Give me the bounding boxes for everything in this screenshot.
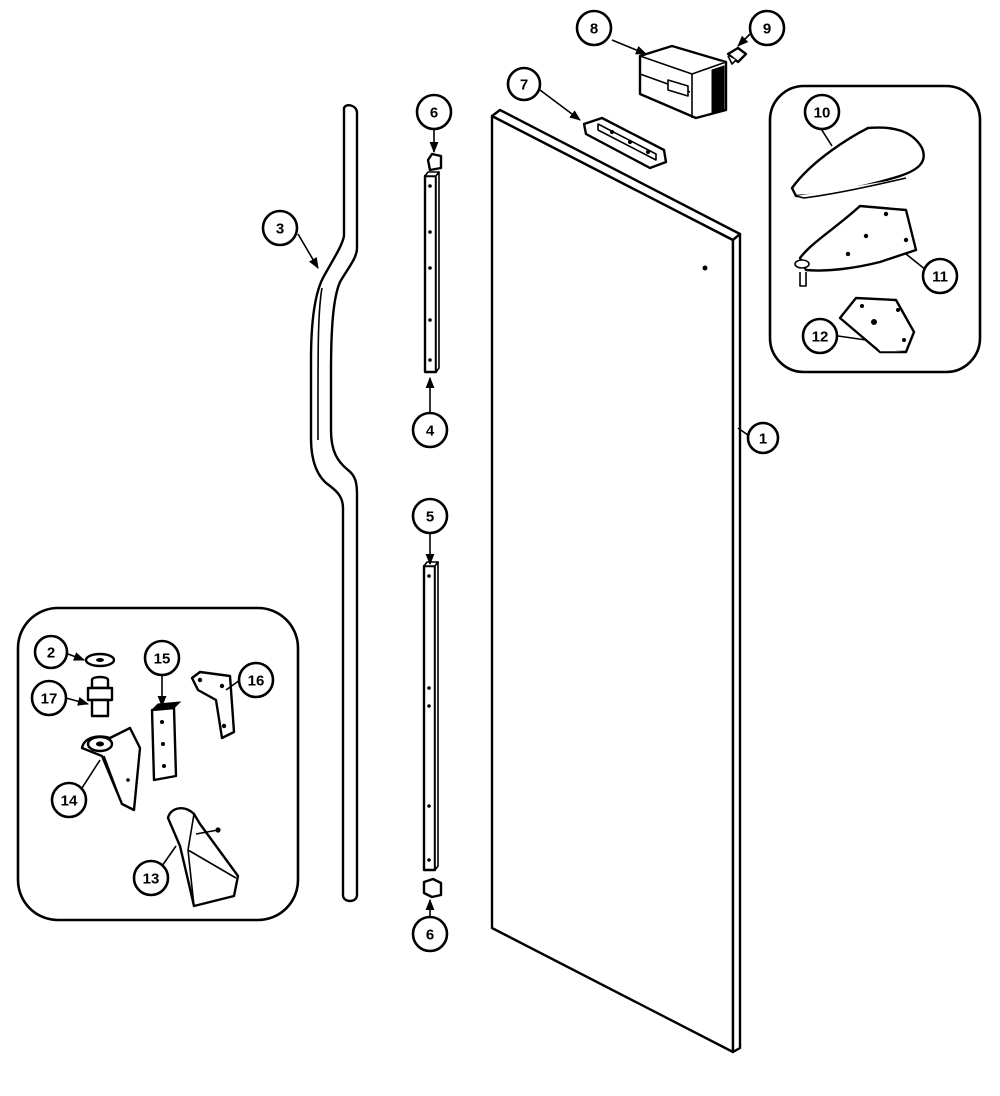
hinge-shim[interactable] <box>838 296 916 354</box>
callout-16: 16 <box>237 661 275 699</box>
callout-14: 14 <box>50 781 88 819</box>
callout-label: 6 <box>426 927 434 944</box>
callout-11: 11 <box>921 257 959 295</box>
callout-13: 13 <box>132 859 170 897</box>
callout-5: 5 <box>411 497 449 535</box>
callout-6-bottom: 6 <box>411 915 449 953</box>
callout-label: 4 <box>426 423 435 440</box>
hinge-bracket-small[interactable] <box>190 670 236 740</box>
callout-9: 9 <box>748 9 786 47</box>
callout-label: 1 <box>759 431 767 448</box>
door-closer-cam[interactable] <box>166 807 240 908</box>
upper-trim-strip[interactable] <box>423 171 440 374</box>
callout-label: 3 <box>276 221 284 238</box>
callout-label: 16 <box>248 673 265 690</box>
callout-label: 11 <box>932 269 948 286</box>
end-cap-top[interactable] <box>426 152 443 172</box>
callout-3: 3 <box>261 209 299 247</box>
callout-label: 12 <box>812 329 829 346</box>
callout-6-top: 6 <box>415 93 453 131</box>
top-hinge-bracket[interactable] <box>582 116 668 170</box>
lower-trim-strip[interactable] <box>422 561 439 872</box>
leader-lines <box>65 33 927 916</box>
callout-4: 4 <box>411 411 449 449</box>
callout-label: 17 <box>41 691 58 708</box>
callout-label: 9 <box>763 21 771 38</box>
washer[interactable] <box>84 652 116 668</box>
hinge-cover[interactable] <box>790 126 925 199</box>
callout-10: 10 <box>803 93 841 131</box>
hinge-detail-inset <box>768 84 982 374</box>
door-panel[interactable] <box>490 108 742 1054</box>
end-cap-bottom[interactable] <box>422 877 443 899</box>
callout-1: 1 <box>746 421 780 455</box>
callout-label: 15 <box>154 651 171 668</box>
door-handle[interactable] <box>309 104 359 903</box>
bottom-hinge[interactable] <box>80 726 142 812</box>
callout-8: 8 <box>575 9 613 47</box>
hinge-block[interactable] <box>638 44 728 120</box>
callout-7: 7 <box>506 66 542 102</box>
callout-15: 15 <box>143 639 181 677</box>
callout-label: 13 <box>143 871 160 888</box>
callout-label: 10 <box>814 105 831 122</box>
callout-label: 14 <box>61 793 78 810</box>
hinge-screw[interactable] <box>726 46 748 65</box>
bottom-hinge-detail-inset <box>16 606 300 922</box>
callout-12: 12 <box>801 317 839 355</box>
callout-label: 5 <box>426 509 434 526</box>
callout-label: 7 <box>520 77 528 94</box>
hinge-pin[interactable] <box>86 675 114 718</box>
callout-2: 2 <box>33 634 69 670</box>
callout-label: 2 <box>47 645 55 662</box>
callout-label: 6 <box>430 105 438 122</box>
hinge-plate[interactable] <box>794 204 918 287</box>
callout-17: 17 <box>30 679 68 717</box>
callout-label: 8 <box>590 21 598 38</box>
hinge-spacer[interactable] <box>150 701 182 782</box>
